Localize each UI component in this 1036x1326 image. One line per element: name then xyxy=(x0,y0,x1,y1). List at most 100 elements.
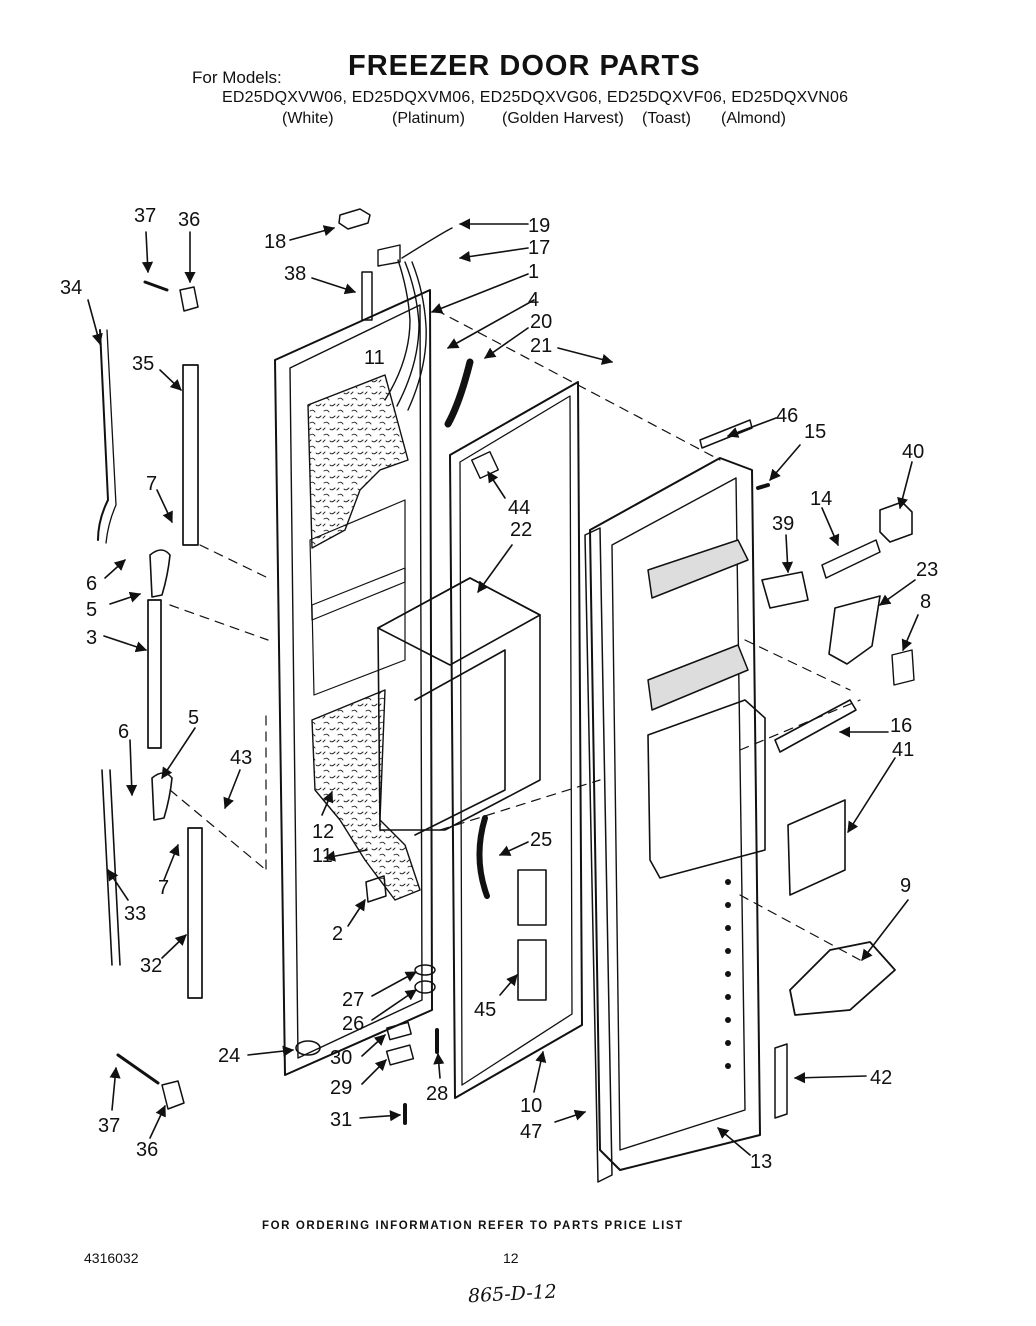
callout-28: 28 xyxy=(426,1083,448,1105)
callout-44: 44 xyxy=(508,497,530,519)
clip-8 xyxy=(891,649,915,686)
foam-insulation-lower xyxy=(311,689,421,901)
hinge-strap-34 xyxy=(97,329,109,541)
callout-3: 3 xyxy=(86,627,97,649)
foam-insulation-upper xyxy=(307,374,409,549)
hinge-5-lower xyxy=(151,772,173,821)
callout-6-upper: 6 xyxy=(86,573,97,595)
callout-labels: 37 36 34 35 7 6 5 3 6 5 43 7 33 32 37 36… xyxy=(60,205,938,1173)
bracket-2 xyxy=(365,875,387,903)
ice-bucket-part-39 xyxy=(761,571,809,609)
door-outer-panel xyxy=(274,289,433,1076)
ordering-note: FOR ORDERING INFORMATION REFER TO PARTS … xyxy=(262,1220,684,1232)
callout-34: 34 xyxy=(60,277,82,299)
hinge-shim-29 xyxy=(385,1044,415,1066)
color-golden-harvest: (Golden Harvest) xyxy=(502,110,624,127)
hinge-bar-32 xyxy=(187,827,203,999)
callout-16: 16 xyxy=(890,715,912,737)
callout-7-lower: 7 xyxy=(158,877,169,899)
bracket-46 xyxy=(699,419,753,449)
color-almond: (Almond) xyxy=(721,110,786,127)
callout-6-lower: 6 xyxy=(118,721,129,743)
diagram-title: FREEZER DOOR PARTS xyxy=(348,50,701,82)
callout-42: 42 xyxy=(870,1067,892,1089)
callout-36-bottom: 36 xyxy=(136,1139,158,1161)
for-models-label: For Models: xyxy=(192,68,282,87)
callout-13: 13 xyxy=(750,1151,772,1173)
bracket-42 xyxy=(774,1043,788,1119)
callout-21: 21 xyxy=(530,335,552,357)
shelf-trim-14 xyxy=(821,539,881,579)
callout-26: 26 xyxy=(342,1013,364,1035)
callout-15: 15 xyxy=(804,421,826,443)
callout-11-lower: 11 xyxy=(312,845,333,867)
washer-26 xyxy=(414,980,436,994)
hinge-pin-tube xyxy=(361,271,373,321)
hinge-shim-30 xyxy=(386,1021,412,1041)
callout-30: 30 xyxy=(330,1047,352,1069)
callout-24: 24 xyxy=(218,1045,240,1067)
liner-trim-strip xyxy=(584,527,613,1183)
callout-19: 19 xyxy=(528,215,550,237)
callout-40: 40 xyxy=(902,441,924,463)
callout-37-bottom: 37 xyxy=(98,1115,120,1137)
wiring-harness xyxy=(377,227,453,411)
callout-36-top: 36 xyxy=(178,209,200,231)
door-stop-plate xyxy=(471,451,499,479)
callout-38: 38 xyxy=(284,263,306,285)
callout-8: 8 xyxy=(920,591,931,613)
foot-24 xyxy=(295,1040,321,1056)
rail-16 xyxy=(774,699,857,753)
callout-47: 47 xyxy=(520,1121,542,1143)
callout-41: 41 xyxy=(892,739,914,761)
page-number: 12 xyxy=(503,1250,519,1266)
callout-2: 2 xyxy=(332,923,343,945)
callout-7-upper: 7 xyxy=(146,473,157,495)
callout-5-upper: 5 xyxy=(86,599,97,621)
callout-5-lower: 5 xyxy=(188,707,199,729)
callout-25: 25 xyxy=(530,829,552,851)
callout-4: 4 xyxy=(528,289,539,311)
callout-45: 45 xyxy=(474,999,496,1021)
callout-11-upper: 11 xyxy=(364,347,385,369)
callout-39: 39 xyxy=(772,513,794,535)
color-platinum: (Platinum) xyxy=(392,110,465,127)
screw-15 xyxy=(756,483,770,490)
callout-37-top: 37 xyxy=(134,205,156,227)
hinge-block-36-bottom xyxy=(161,1080,185,1110)
callout-1: 1 xyxy=(528,261,539,283)
callout-10: 10 xyxy=(520,1095,542,1117)
callout-23: 23 xyxy=(916,559,938,581)
callout-32: 32 xyxy=(140,955,162,977)
bracket-40 xyxy=(879,501,913,543)
handwritten-note: 865-D-12 xyxy=(467,1280,558,1308)
callout-35: 35 xyxy=(132,353,154,375)
model-numbers: ED25DQXVW06, ED25DQXVM06, ED25DQXVG06, E… xyxy=(222,89,849,106)
ice-guide-23 xyxy=(828,595,881,665)
door-liner xyxy=(589,457,766,1171)
callout-43: 43 xyxy=(230,747,252,769)
screw-37-bottom xyxy=(116,1053,160,1085)
fill-tube xyxy=(444,358,474,428)
shelf-block-upper xyxy=(517,869,547,926)
hinge-strap-34-inner xyxy=(105,329,117,544)
panel-41 xyxy=(787,799,846,896)
hinge-bar-3 xyxy=(147,599,162,749)
callout-31: 31 xyxy=(330,1109,352,1131)
screw-37-top xyxy=(143,280,169,292)
callout-12: 12 xyxy=(312,821,334,843)
callout-17: 17 xyxy=(528,237,550,259)
callout-46: 46 xyxy=(776,405,798,427)
assembly-guide-lines xyxy=(169,309,861,961)
drip-tray-9 xyxy=(789,941,896,1016)
callout-20: 20 xyxy=(530,311,552,333)
liner-peg-holes xyxy=(725,879,731,1069)
hinge-strap-33 xyxy=(101,769,121,966)
drain-tube xyxy=(476,815,490,899)
hinge-bar-35 xyxy=(182,364,199,546)
document-number: 4316032 xyxy=(84,1250,139,1266)
hinge-5-upper xyxy=(149,549,171,598)
callout-27: 27 xyxy=(342,989,364,1011)
wire-connector xyxy=(338,208,371,230)
